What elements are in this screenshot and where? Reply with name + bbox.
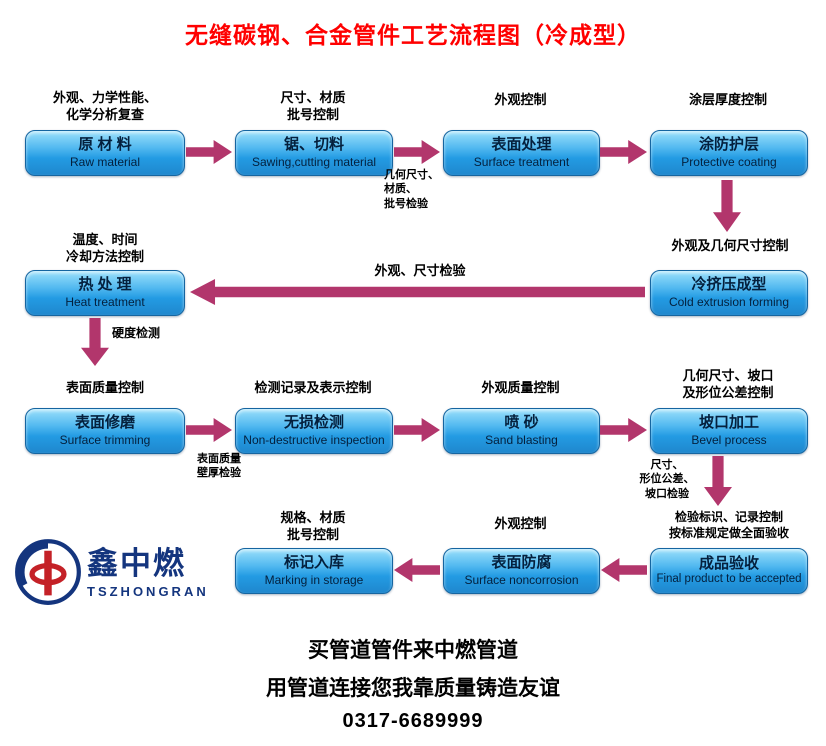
box-ndt: 无损检测 Non-destructive inspection <box>235 408 393 454</box>
arrow-heat-treatment-down <box>81 318 109 366</box>
diagram-title: 无缝碳钢、合金管件工艺流程图（冷成型） <box>185 22 641 48</box>
box-sand-blasting: 喷 砂 Sand blasting <box>443 408 600 454</box>
footer-line2: 用管道连接您我靠质量铸造友谊 <box>266 677 560 700</box>
arrow-sawing-to-surface-treatment <box>394 140 440 164</box>
note-appearance-size-check: 外观、尺寸检验 <box>374 263 466 278</box>
note-surface-quality-control: 表面质量控制 <box>65 380 144 395</box>
box-raw-material-cn: 原 材 料 <box>78 136 132 154</box>
box-protective-coating-cn: 涂防护层 <box>698 136 759 154</box>
logo-icon <box>15 539 81 605</box>
box-marking-in-storage-en: Marking in storage <box>264 573 364 588</box>
box-sawing-cn: 锯、切料 <box>283 136 344 154</box>
arrow-cold-extrusion-to-heat-treatment <box>190 279 645 305</box>
note-acceptance-control: 检验标识、记录控制 按标准规定做全面验收 <box>668 510 789 540</box>
note-geometry-batch-check: 几何尺寸、 材质、 批号检验 <box>384 169 439 210</box>
box-sawing-en: Sawing,cutting material <box>251 155 377 170</box>
arrow-sandblasting-to-bevel <box>600 418 647 442</box>
box-cold-extrusion: 冷挤压成型 Cold extrusion forming <box>650 270 808 316</box>
box-heat-treatment: 热 处 理 Heat treatment <box>25 270 185 316</box>
box-protective-coating-en: Protective coating <box>681 155 777 170</box>
note-surface-thickness-check: 表面质量 壁厚检验 <box>197 453 241 480</box>
box-ndt-en: Non-destructive inspection <box>243 433 385 448</box>
box-surface-trimming-cn: 表面修磨 <box>74 414 135 432</box>
arrow-coating-down <box>713 180 741 232</box>
box-surface-trimming-en: Surface trimming <box>59 433 151 448</box>
box-bevel-process-cn: 坡口加工 <box>698 414 759 432</box>
note-marking-control: 规格、材质 批号控制 <box>280 510 346 542</box>
note-coating-thickness-control: 涂层厚度控制 <box>688 92 767 107</box>
box-surface-treatment-cn: 表面处理 <box>491 136 552 154</box>
logo-subtitle: TSZHONGRAN <box>87 583 209 599</box>
box-marking-in-storage: 标记入库 Marking in storage <box>235 548 393 594</box>
note-appearance-quality-control: 外观质量控制 <box>481 380 560 395</box>
box-bevel-process: 坡口加工 Bevel process <box>650 408 808 454</box>
box-sand-blasting-cn: 喷 砂 <box>504 414 539 432</box>
note-temperature-cooling-control: 温度、时间 冷却方法控制 <box>65 232 144 264</box>
footer-slogan: 买管道管件来中燃管道 用管道连接您我靠质量铸造友谊 0317-6689999 <box>0 634 826 733</box>
box-cold-extrusion-cn: 冷挤压成型 <box>691 276 767 294</box>
note-raw-material-check: 外观、力学性能、 化学分析复查 <box>52 90 157 122</box>
arrow-noncorrosion-to-marking <box>394 558 440 582</box>
note-surface-treatment-control: 外观控制 <box>494 92 547 107</box>
box-sawing: 锯、切料 Sawing,cutting material <box>235 130 393 176</box>
footer-line1: 买管道管件来中燃管道 <box>308 639 518 662</box>
box-bevel-process-en: Bevel process <box>691 433 767 448</box>
box-surface-treatment: 表面处理 Surface treatment <box>443 130 600 176</box>
box-surface-noncorrosion: 表面防腐 Surface noncorrosion <box>443 548 600 594</box>
note-hardness-check: 硬度检测 <box>112 326 161 340</box>
arrow-ndt-to-sandblasting <box>394 418 440 442</box>
box-surface-treatment-en: Surface treatment <box>473 155 570 170</box>
box-heat-treatment-cn: 热 处 理 <box>78 276 132 294</box>
arrow-trimming-to-ndt <box>186 418 232 442</box>
arrow-raw-to-sawing <box>186 140 232 164</box>
note-appearance-geometry-control: 外观及几何尺寸控制 <box>671 238 789 253</box>
box-surface-noncorrosion-cn: 表面防腐 <box>491 554 552 572</box>
box-final-acceptance: 成品验收 Final product to be accepted <box>650 548 808 594</box>
box-marking-in-storage-cn: 标记入库 <box>283 554 344 572</box>
note-sawing-control: 尺寸、材质 批号控制 <box>280 90 346 122</box>
box-cold-extrusion-en: Cold extrusion forming <box>668 295 790 310</box>
company-logo: 鑫中燃 TSZHONGRAN <box>14 538 209 606</box>
arrow-surface-treatment-to-coating <box>600 140 647 164</box>
footer-phone: 0317-6689999 <box>342 710 484 732</box>
box-ndt-cn: 无损检测 <box>283 414 344 432</box>
box-surface-noncorrosion-en: Surface noncorrosion <box>464 573 579 588</box>
box-final-acceptance-en: Final product to be accepted <box>656 573 802 586</box>
logo-name: 鑫中燃 <box>87 546 186 581</box>
arrow-acceptance-to-noncorrosion <box>601 558 647 582</box>
note-noncorrosion-control: 外观控制 <box>494 516 547 531</box>
arrow-bevel-down <box>704 456 732 506</box>
box-raw-material-en: Raw material <box>69 155 141 170</box>
box-surface-trimming: 表面修磨 Surface trimming <box>25 408 185 454</box>
note-record-indication-control: 检测记录及表示控制 <box>254 380 372 395</box>
box-heat-treatment-en: Heat treatment <box>65 295 145 310</box>
logo-text: 鑫中燃 TSZHONGRAN <box>87 538 209 599</box>
box-protective-coating: 涂防护层 Protective coating <box>650 130 808 176</box>
box-sand-blasting-en: Sand blasting <box>485 433 558 448</box>
note-bevel-tolerance-control: 几何尺寸、坡口 及形位公差控制 <box>682 368 774 400</box>
note-size-tolerance-bevel-check: 尺寸、 形位公差、 坡口检验 <box>639 459 695 500</box>
box-final-acceptance-cn: 成品验收 <box>698 554 759 572</box>
box-raw-material: 原 材 料 Raw material <box>25 130 185 176</box>
